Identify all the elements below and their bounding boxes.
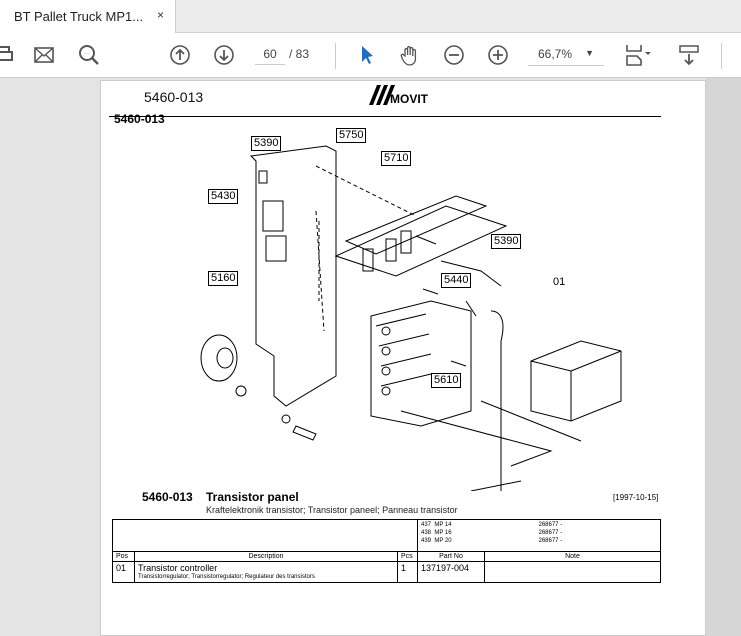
pdf-page: 5460-013 MOVIT 5460-013 5390 5750 5710 5…: [100, 80, 706, 636]
next-page-icon[interactable]: [212, 43, 236, 67]
zoom-in-icon[interactable]: [486, 43, 510, 67]
page-number-input[interactable]: 60: [255, 45, 285, 65]
select-tool-icon[interactable]: [355, 43, 379, 67]
close-tab-icon[interactable]: ×: [157, 8, 165, 22]
movit-logo: MOVIT: [363, 85, 435, 110]
callout-5390-b: 5390: [491, 234, 522, 249]
exploded-diagram: [200, 145, 622, 491]
title-code: 5460-013: [142, 490, 193, 504]
section-code: 5460-013: [114, 112, 165, 126]
page-total: / 83: [289, 47, 310, 61]
zoom-out-icon[interactable]: [442, 43, 466, 67]
callout-01: 01: [553, 276, 566, 288]
scroll-area: [706, 78, 741, 636]
callout-5160: 5160: [208, 271, 239, 286]
previous-page-icon[interactable]: [168, 43, 192, 67]
tab-title: BT Pallet Truck MP1...: [14, 9, 144, 24]
callout-5440: 5440: [441, 273, 472, 288]
title: Transistor panel: [206, 490, 299, 504]
email-icon[interactable]: [32, 43, 56, 67]
callout-5430: 5430: [208, 189, 239, 204]
callout-5390-a: 5390: [251, 136, 282, 151]
zoom-level-select[interactable]: 66,7% ▼: [528, 45, 604, 66]
toolbar-divider: [721, 43, 722, 69]
document-tab[interactable]: BT Pallet Truck MP1... ×: [0, 0, 176, 34]
print-icon[interactable]: [0, 43, 16, 67]
callout-5610: 5610: [431, 373, 462, 388]
header-rule: [109, 116, 661, 117]
svg-text:···: ···: [84, 51, 90, 57]
fit-page-icon[interactable]: [622, 43, 658, 67]
chevron-down-icon: ▼: [585, 48, 594, 58]
callout-5750: 5750: [336, 128, 367, 143]
toolbar-divider: [335, 43, 336, 69]
callout-5710: 5710: [381, 151, 412, 166]
header-code: 5460-013: [144, 89, 204, 105]
scroll-mode-icon[interactable]: [677, 43, 701, 67]
svg-text:MOVIT: MOVIT: [390, 92, 429, 105]
zoom-value: 66,7%: [538, 47, 573, 61]
subtitle: Kraftelektronik transistor; Transistor p…: [206, 505, 458, 515]
toolbar: ··· 60 / 83 66,7% ▼: [0, 33, 741, 78]
table-header: Pos Description Pcs Part No Note: [112, 551, 661, 562]
search-icon[interactable]: ···: [77, 43, 101, 67]
hand-tool-icon[interactable]: [398, 43, 422, 67]
date: [1997-10-15]: [613, 493, 659, 502]
tab-bar: BT Pallet Truck MP1... ×: [0, 0, 741, 34]
